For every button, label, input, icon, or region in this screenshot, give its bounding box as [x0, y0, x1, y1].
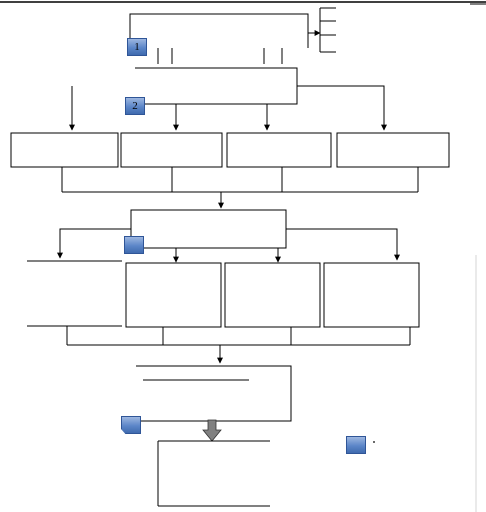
- step-badge-5: [346, 436, 366, 454]
- merge-level2: [61, 167, 419, 209]
- level2-boxes: [10, 132, 450, 168]
- box-3: [57, 209, 400, 263]
- step-badge-4: [121, 416, 141, 434]
- box-6: [157, 440, 270, 507]
- level2-box-c: [226, 132, 332, 168]
- level2-box-b: [120, 132, 223, 168]
- small-dot: [373, 441, 375, 443]
- level4-box-c: [224, 262, 321, 328]
- step-badge-1: 1: [127, 38, 147, 56]
- box-1: [129, 13, 309, 64]
- level4-box-b: [125, 262, 222, 328]
- level2-box-a: [10, 132, 119, 168]
- big-down-arrow: [202, 419, 222, 442]
- box-2: [69, 67, 387, 131]
- step-badge-2: 2: [125, 97, 145, 115]
- step-badge-3: [124, 236, 144, 254]
- merge-level4: [66, 326, 411, 364]
- level4-box-d: [323, 262, 420, 328]
- right-bracket: [308, 7, 336, 53]
- box-5: [136, 365, 292, 422]
- level4-boxes: [27, 260, 420, 328]
- level2-box-d: [336, 132, 450, 168]
